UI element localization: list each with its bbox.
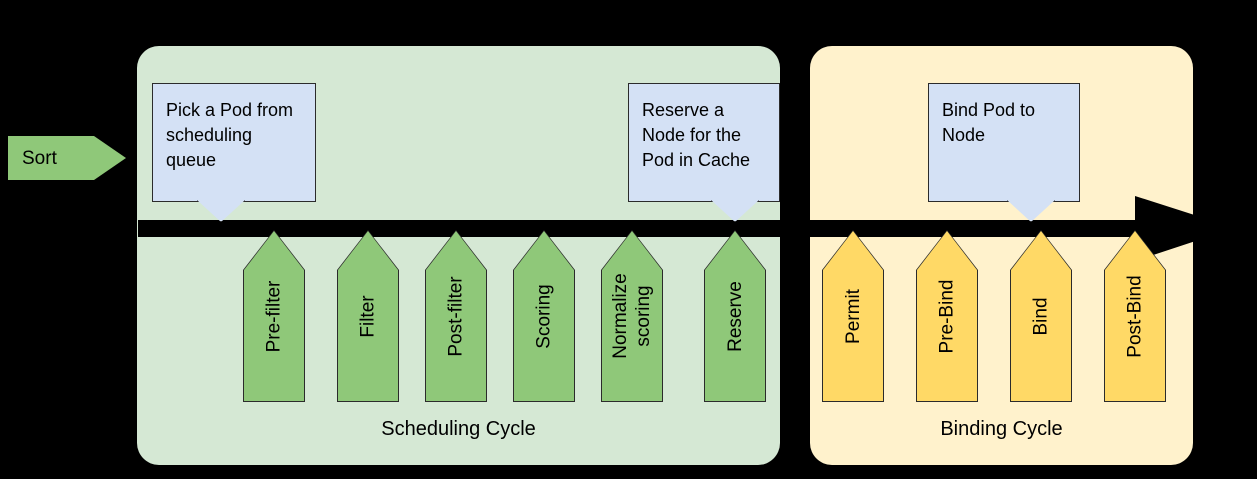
plugin-arrow-text: Reserve bbox=[724, 280, 746, 352]
plugin-arrow-fill bbox=[1105, 231, 1165, 401]
binding-cycle-title: Binding Cycle bbox=[940, 418, 1063, 440]
callout-pick-pod[interactable]: Pick a Pod from scheduling queue bbox=[152, 83, 316, 222]
plugin-arrow-text: Pre-Bind bbox=[936, 279, 958, 353]
plugin-arrow-pre-filter[interactable]: Pre-filter bbox=[243, 230, 305, 402]
callout-bind-pod-text: Bind Pod to Node bbox=[942, 100, 1036, 145]
sort-entry-arrow[interactable]: Sort bbox=[8, 136, 126, 180]
plugin-arrow-fill bbox=[1011, 231, 1071, 401]
scheduling-cycle-title: Scheduling Cycle bbox=[381, 418, 536, 440]
sort-arrow-label: Sort bbox=[22, 147, 57, 169]
plugin-arrow-fill bbox=[514, 231, 574, 401]
plugin-arrow-fill bbox=[338, 231, 398, 401]
timeline-bar bbox=[138, 220, 1143, 237]
plugin-arrow-text: Bind bbox=[1030, 296, 1052, 336]
plugin-arrow-fill bbox=[426, 231, 486, 401]
plugin-arrow-post-filter[interactable]: Post-filter bbox=[425, 230, 487, 402]
callout-reserve-node-text: Reserve a Node for the Pod in Cache bbox=[642, 100, 751, 170]
callout-bind-pod[interactable]: Bind Pod to Node bbox=[928, 83, 1080, 222]
plugin-arrow-filter[interactable]: Filter bbox=[337, 230, 399, 402]
plugin-arrow-text: Permit bbox=[842, 288, 864, 344]
plugin-arrow-fill bbox=[917, 231, 977, 401]
callout-pick-pod-text: Pick a Pod from scheduling queue bbox=[166, 100, 294, 170]
plugin-arrow-fill bbox=[705, 231, 765, 401]
plugin-arrow-text: Post-filter bbox=[445, 275, 467, 357]
plugin-arrow-text: Pre-filter bbox=[263, 280, 285, 352]
plugin-arrow-text: Post-Bind bbox=[1124, 274, 1146, 358]
plugin-arrow-permit[interactable]: Permit bbox=[822, 230, 884, 402]
plugin-arrow-fill bbox=[823, 231, 883, 401]
plugin-arrow-bind[interactable]: Bind bbox=[1010, 230, 1072, 402]
callout-reserve-node[interactable]: Reserve a Node for the Pod in Cache bbox=[628, 83, 780, 222]
plugin-arrow-post-bind[interactable]: Post-Bind bbox=[1104, 230, 1166, 402]
plugin-arrow-pre-bind[interactable]: Pre-Bind bbox=[916, 230, 978, 402]
plugin-arrow-fill bbox=[244, 231, 304, 401]
plugin-arrow-text: Filter bbox=[357, 294, 379, 338]
plugin-arrow-fill bbox=[602, 231, 662, 401]
plugin-arrow-scoring[interactable]: Scoring bbox=[513, 230, 575, 402]
plugin-arrow-text: Scoring bbox=[533, 283, 555, 349]
plugin-arrow-reserve[interactable]: Reserve bbox=[704, 230, 766, 402]
